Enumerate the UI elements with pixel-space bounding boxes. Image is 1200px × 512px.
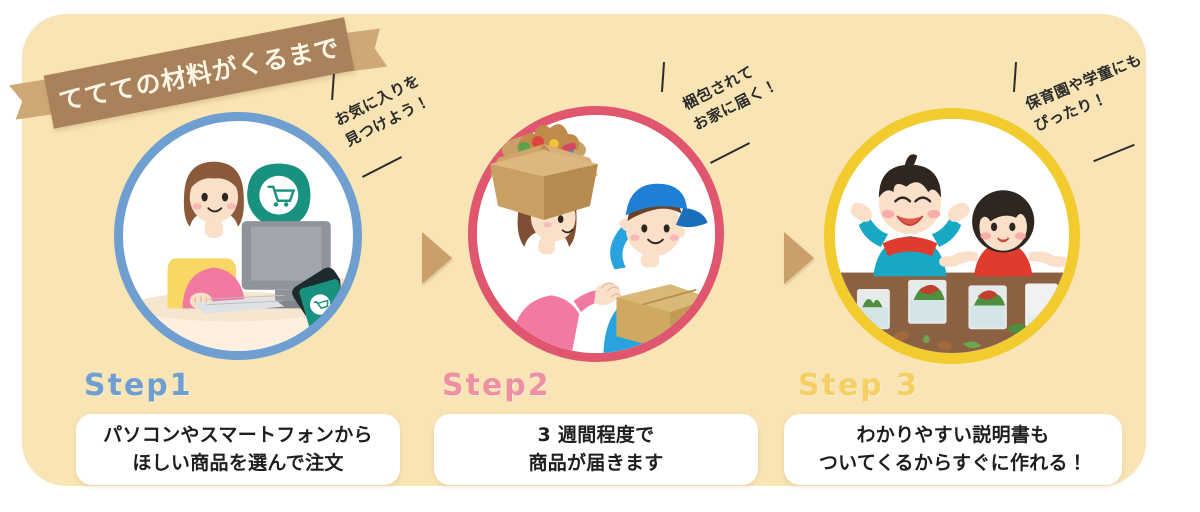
open-hand — [594, 282, 622, 306]
step-3: Step 3 わかりやすい説明書も ついてくるからすぐに作れる！ — [774, 14, 1130, 486]
step-2-label: Step2 — [442, 368, 551, 403]
caption-line-1: パソコンやスマートフォンから — [103, 424, 373, 446]
step-2-illustration — [468, 106, 724, 362]
cart-bubble — [247, 163, 311, 240]
step-1-caption: パソコンやスマートフォンから ほしい商品を選んで注文 — [76, 414, 400, 486]
caption-line-1: 3 週間程度で — [537, 424, 655, 446]
computer-monitor — [241, 221, 331, 309]
boy-figure — [850, 154, 970, 277]
arrow-step2-to-step3 — [784, 232, 814, 284]
step-3-label: Step 3 — [798, 368, 920, 403]
step-3-caption: わかりやすい説明書も ついてくるからすぐに作れる！ — [784, 414, 1122, 486]
woman-figure — [182, 161, 246, 310]
arrow-step1-to-step2 — [422, 232, 452, 284]
step-1-illustration — [114, 112, 362, 360]
keyboard — [193, 294, 285, 314]
girl-figure — [939, 190, 1068, 277]
caption-line-1: わかりやすい説明書も — [856, 424, 1050, 446]
caption-line-2: ついてくるからすぐに作れる！ — [818, 451, 1088, 474]
steps-container: Step1 パソコンやスマートフォンから ほしい商品を選んで注文 — [22, 14, 1146, 486]
step-2: Step2 3 週間程度で 商品が届きます — [418, 14, 774, 486]
step-1-label: Step1 — [84, 368, 193, 403]
step-1: Step1 パソコンやスマートフォンから ほしい商品を選んで注文 — [60, 14, 416, 486]
step-2-caption: 3 週間程度で 商品が届きます — [434, 414, 758, 486]
caption-line-2: ほしい商品を選んで注文 — [132, 451, 344, 474]
step-3-illustration — [824, 108, 1080, 364]
caption-line-2: 商品が届きます — [528, 451, 664, 474]
